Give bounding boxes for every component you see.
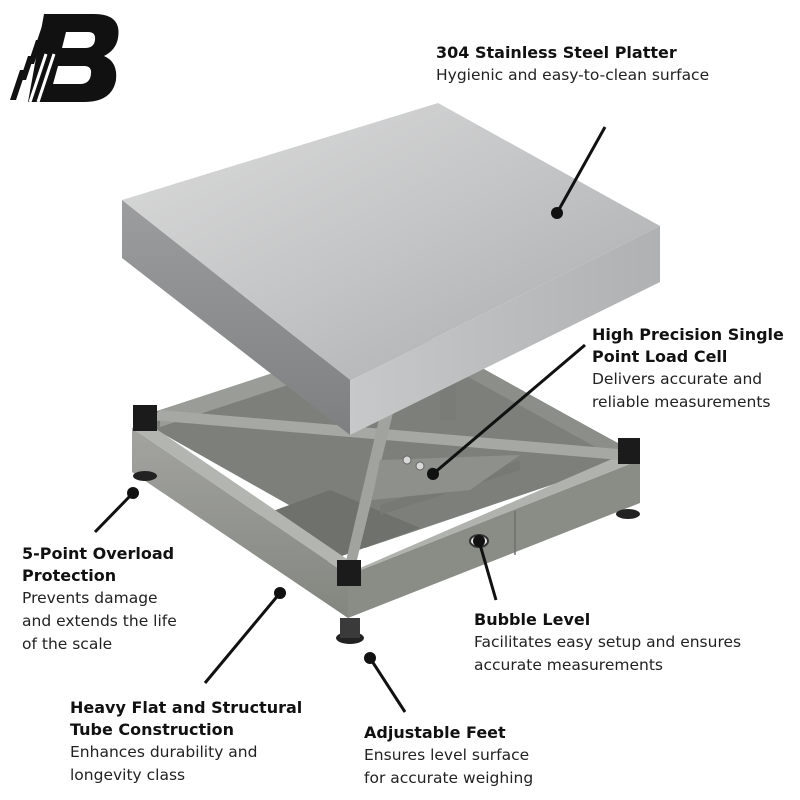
callout-title: Bubble Level [474, 610, 591, 629]
callout-title: Adjustable Feet [364, 723, 506, 742]
callout-title: 304 Stainless Steel Platter [436, 43, 677, 62]
callout-desc: Facilitates easy setup and ensures [474, 633, 742, 651]
corner-cap [618, 438, 640, 464]
callout-desc: accurate measurements [474, 656, 663, 674]
callout-desc: and extends the life [22, 612, 177, 630]
callout-title: Tube Construction [70, 720, 234, 739]
callout-desc: Enhances durability and [70, 743, 258, 761]
callout-load-cell: High Precision Single Point Load Cell De… [592, 324, 784, 414]
callout-desc: longevity class [70, 766, 186, 784]
callout-overload: 5-Point Overload Protection Prevents dam… [22, 543, 177, 656]
callout-adjustable-feet: Adjustable Feet Ensures level surface fo… [364, 722, 533, 790]
leader-lines [93, 126, 607, 713]
adjustable-foot [616, 509, 640, 519]
callout-desc: reliable measurements [592, 393, 771, 411]
base-frame [132, 328, 640, 644]
brand-b-logo-icon [10, 14, 119, 103]
callout-desc: Prevents damage [22, 589, 158, 607]
callout-desc: for accurate weighing [364, 769, 534, 787]
stainless-platter [122, 103, 660, 435]
callout-bubble-level: Bubble Level Facilitates easy setup and … [474, 609, 741, 677]
callout-title: High Precision Single [592, 325, 784, 344]
callout-title: 5-Point Overload [22, 544, 175, 563]
callout-desc: Delivers accurate and [592, 370, 763, 388]
corner-cap [337, 560, 361, 586]
callout-tube-construction: Heavy Flat and Structural Tube Construct… [70, 697, 302, 787]
callout-desc: Hygienic and easy-to-clean surface [436, 66, 710, 84]
corner-cap [133, 405, 157, 431]
callout-title: Point Load Cell [592, 347, 728, 366]
callout-title: Heavy Flat and Structural [70, 698, 303, 717]
callout-desc: Ensures level surface [364, 746, 530, 764]
callout-title: Protection [22, 566, 117, 585]
adjustable-foot [133, 471, 157, 481]
callout-platter: 304 Stainless Steel Platter Hygienic and… [436, 42, 709, 87]
callout-desc: of the scale [22, 635, 113, 653]
